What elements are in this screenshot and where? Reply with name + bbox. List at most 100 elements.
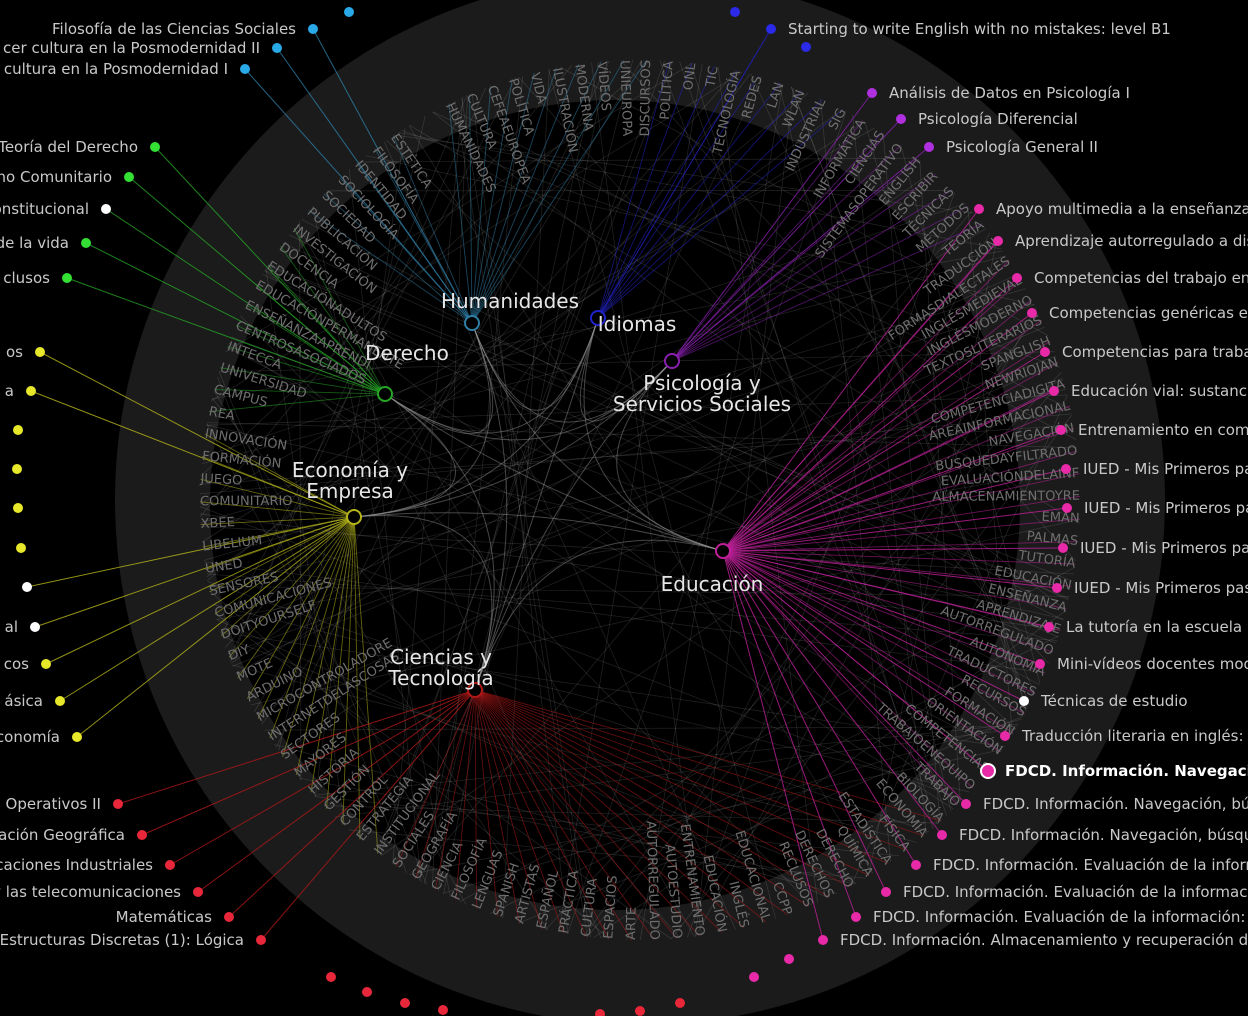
course-node[interactable] [896, 114, 906, 124]
course-node[interactable] [400, 998, 410, 1008]
course-label[interactable]: Técnicas de estudio [1040, 692, 1188, 710]
hub-label-humanidades[interactable]: Humanidades [441, 289, 579, 313]
course-node[interactable] [113, 799, 123, 809]
course-node[interactable] [1058, 543, 1068, 553]
course-label[interactable]: mación Geográfica [0, 826, 125, 844]
course-node[interactable] [867, 88, 877, 98]
course-node[interactable] [635, 1006, 645, 1016]
course-node[interactable] [62, 273, 72, 283]
course-label[interactable]: Entrenamiento en comp [1078, 421, 1248, 439]
course-node[interactable] [55, 696, 65, 706]
hub-label-educacion[interactable]: Educación [661, 572, 764, 596]
course-node[interactable] [240, 64, 250, 74]
course-label[interactable]: ca y Estructuras Discretas (1): Lógica [0, 931, 244, 949]
hub-node-psicologia[interactable] [664, 353, 680, 369]
course-node[interactable] [13, 503, 23, 513]
course-node[interactable] [150, 142, 160, 152]
course-node[interactable] [438, 1005, 448, 1015]
course-label[interactable]: clusos [3, 269, 50, 287]
course-label[interactable]: FDCD. Información. Evaluación de la info… [933, 856, 1248, 874]
course-label[interactable]: s Operativos II [0, 795, 101, 813]
course-node[interactable] [308, 24, 318, 34]
course-label[interactable]: Mini-vídeos docentes modu [1057, 655, 1248, 673]
course-node[interactable] [1035, 659, 1045, 669]
course-node[interactable] [924, 142, 934, 152]
course-node[interactable] [165, 860, 175, 870]
hub-node-educacion[interactable] [715, 543, 731, 559]
course-node[interactable] [35, 347, 45, 357]
course-node[interactable] [749, 972, 759, 982]
course-label[interactable]: IUED - Mis Primeros pas [1080, 539, 1248, 557]
course-label[interactable]: Traducción literaria en inglés: de [1021, 727, 1248, 745]
course-label[interactable]: a [5, 382, 14, 400]
course-label[interactable]: FDCD. Información. Navegación, bu [1005, 762, 1248, 780]
course-label[interactable]: Aprendizaje autorregulado a dista [1015, 232, 1248, 250]
course-node[interactable] [961, 799, 971, 809]
course-label[interactable]: Competencias genéricas en [1049, 304, 1248, 322]
hub-label-derecho[interactable]: Derecho [365, 341, 449, 365]
course-node[interactable] [16, 543, 26, 553]
course-label[interactable]: nicaciones Industriales [0, 856, 153, 874]
course-node[interactable] [1044, 622, 1054, 632]
course-node[interactable] [851, 912, 861, 922]
hub-label-idiomas[interactable]: Idiomas [598, 312, 677, 336]
course-node[interactable] [1062, 503, 1072, 513]
course-node[interactable] [937, 830, 947, 840]
course-label[interactable]: FDCD. Información. Evaluación de la info… [873, 908, 1248, 926]
course-node[interactable] [1052, 583, 1062, 593]
course-node[interactable] [1040, 347, 1050, 357]
course-node[interactable] [1049, 386, 1059, 396]
course-node[interactable] [784, 954, 794, 964]
course-node[interactable] [1012, 273, 1022, 283]
course-node[interactable] [993, 236, 1003, 246]
hub-node-derecho[interactable] [377, 386, 393, 402]
course-label[interactable]: onstitucional [0, 200, 89, 218]
course-label[interactable]: Starting to write English with no mistak… [788, 20, 1171, 38]
course-node[interactable] [12, 464, 22, 474]
course-label[interactable]: Matemáticas [116, 908, 213, 926]
course-node[interactable] [41, 659, 51, 669]
course-label[interactable]: FDCD. Información. Evaluación de la info… [903, 883, 1248, 901]
course-node[interactable] [1056, 425, 1066, 435]
course-node[interactable] [818, 935, 828, 945]
course-label[interactable]: cultura en la Posmodernidad I [4, 60, 228, 78]
hub-node-humanidades[interactable] [464, 315, 480, 331]
course-label[interactable]: IUED - Mis Primeros pa [1084, 499, 1248, 517]
course-label[interactable]: Psicología General II [946, 138, 1098, 156]
course-node[interactable] [1061, 464, 1071, 474]
course-label[interactable]: Competencias del trabajo en e [1034, 269, 1248, 287]
course-label[interactable]: IUED - Mis Primeros pas [1074, 579, 1248, 597]
course-label[interactable]: FDCD. Información. Navegación, búsqueda [959, 826, 1248, 844]
course-label[interactable]: cos [4, 655, 29, 673]
course-node[interactable] [224, 912, 234, 922]
hub-node-idiomas[interactable] [590, 310, 606, 326]
course-node[interactable] [13, 425, 23, 435]
course-node[interactable] [974, 204, 984, 214]
course-node[interactable] [72, 732, 82, 742]
course-label[interactable]: ásica [4, 692, 43, 710]
course-label[interactable]: Educación vial: sustancia [1071, 382, 1248, 400]
course-node[interactable] [801, 42, 811, 52]
hub-node-economia[interactable] [346, 509, 362, 525]
course-node[interactable] [101, 204, 111, 214]
course-label[interactable]: Apoyo multimedia a la enseñanza de [996, 200, 1248, 218]
course-node[interactable] [81, 238, 91, 248]
course-node[interactable] [22, 582, 32, 592]
course-label[interactable]: La tutoría en la escuela [1066, 618, 1242, 636]
course-node[interactable] [193, 887, 203, 897]
hub-node-ciencias[interactable] [467, 682, 483, 698]
course-label[interactable]: os [6, 343, 23, 361]
course-node[interactable] [124, 172, 134, 182]
course-node[interactable] [766, 24, 776, 34]
course-label[interactable]: IUED - Mis Primeros pa [1083, 460, 1248, 478]
course-node[interactable] [137, 830, 147, 840]
course-label[interactable]: FDCD. Información. Navegación, búsqu [983, 795, 1248, 813]
course-node[interactable] [362, 987, 372, 997]
course-label[interactable]: de la vida [0, 234, 69, 252]
course-node[interactable] [30, 622, 40, 632]
course-node[interactable] [911, 860, 921, 870]
course-node[interactable] [256, 935, 266, 945]
